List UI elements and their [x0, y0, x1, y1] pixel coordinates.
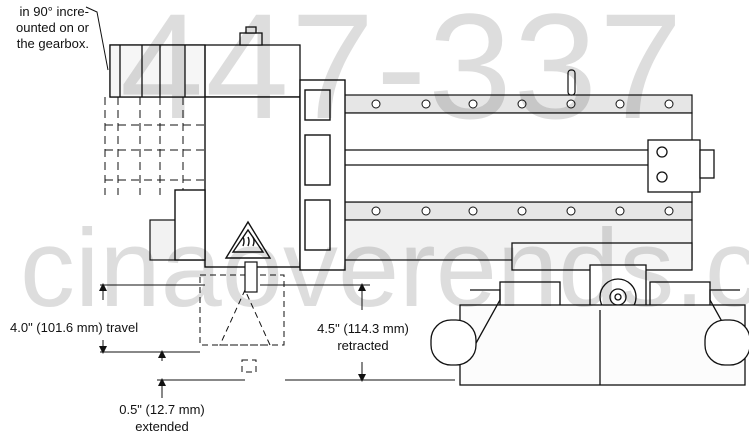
gripper-carriage	[174, 79, 346, 271]
travel-label: 4.0" (101.6 mm) travel	[10, 320, 139, 335]
retracted-value-label: 4.5" (114.3 mm)	[317, 321, 409, 336]
alternate-motor-position	[104, 97, 205, 195]
extended-word-label: extended	[135, 419, 189, 434]
note-leader-line	[85, 6, 109, 71]
note-line-2: ounted on or	[15, 20, 89, 35]
end-cap	[647, 139, 715, 193]
rail-holes	[371, 99, 674, 216]
note-line-3: the gearbox.	[16, 36, 89, 51]
extended-value-label: 0.5" (12.7 mm)	[119, 402, 205, 417]
rail-lever	[567, 69, 576, 96]
watermark-top: 447-337	[120, 0, 685, 150]
dimension-lines	[99, 283, 455, 398]
note-line-1: in 90° incre-	[19, 4, 89, 19]
watermark-bottom: cinaoverends.com	[20, 207, 749, 330]
retracted-word-label: retracted	[337, 338, 389, 353]
extended-head-rod	[244, 261, 258, 293]
extended-head-position	[199, 274, 285, 373]
gripper-jaw-assembly	[430, 242, 749, 386]
